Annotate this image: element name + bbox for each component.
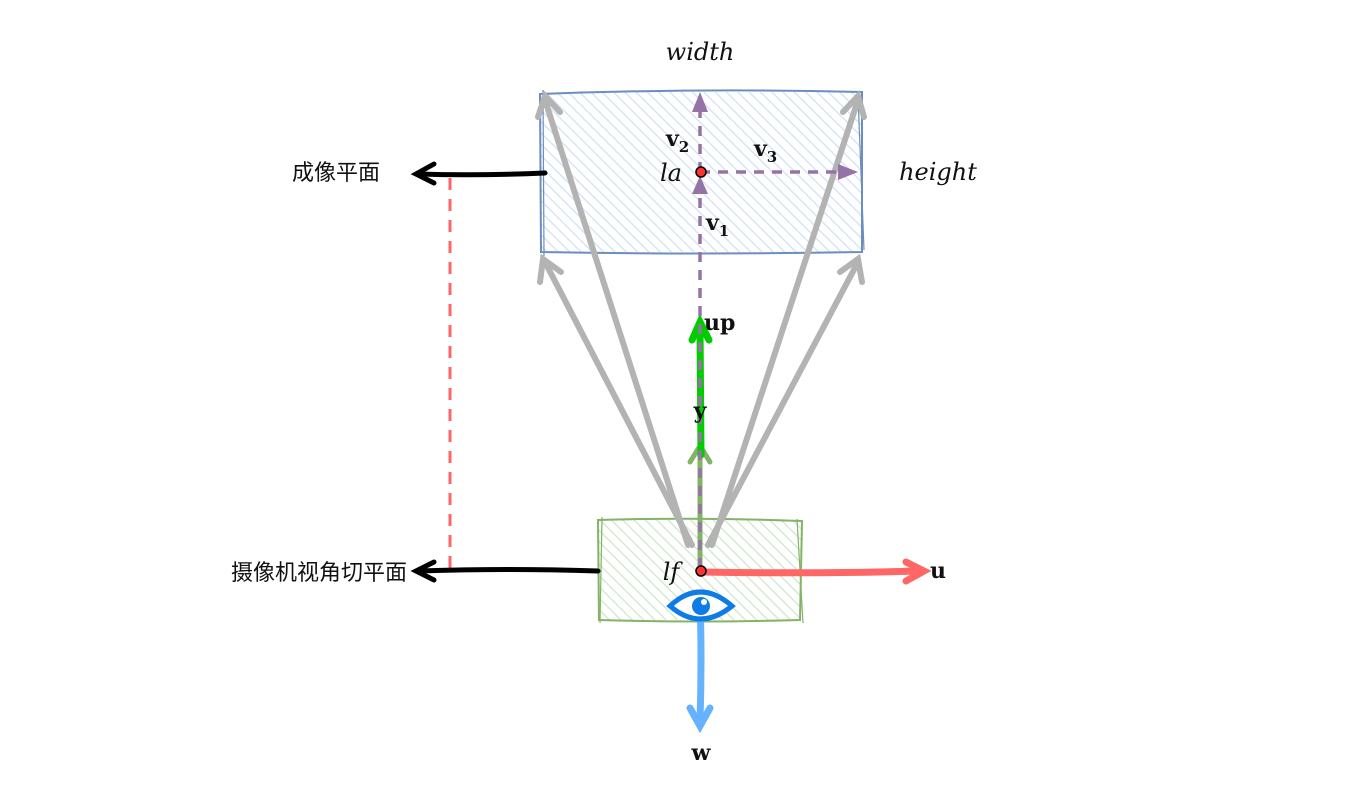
v1-label: v1 [705,210,729,240]
v3-vector [700,164,858,180]
u-vector [698,558,932,585]
camera-plane-label: 摄像机视角切平面 [231,561,407,586]
ray-bottom-right [705,259,861,548]
w-label: w [691,740,712,766]
width-label: width [666,38,735,66]
point-la [695,166,707,178]
eye-icon [666,589,736,622]
ray-bottom-left [542,259,695,548]
point-lf [695,565,707,577]
lf-label: lf [663,558,684,586]
u-label: u [930,558,946,584]
v2-label: v2 [665,126,689,156]
image-plane-pointer [410,161,548,186]
up-label: up [704,310,735,336]
la-label: la [660,159,682,187]
view-rays [535,90,867,548]
v3-label: v3 [753,136,777,166]
camera-plane-pointer [410,559,601,583]
v1-vector [692,176,708,568]
height-label: height [899,158,977,186]
ray-top-right [709,97,861,548]
image-plane-label: 成像平面 [292,161,380,186]
ray-top-left [542,97,691,548]
v2-vector [692,92,708,172]
y-label: y [693,398,708,424]
